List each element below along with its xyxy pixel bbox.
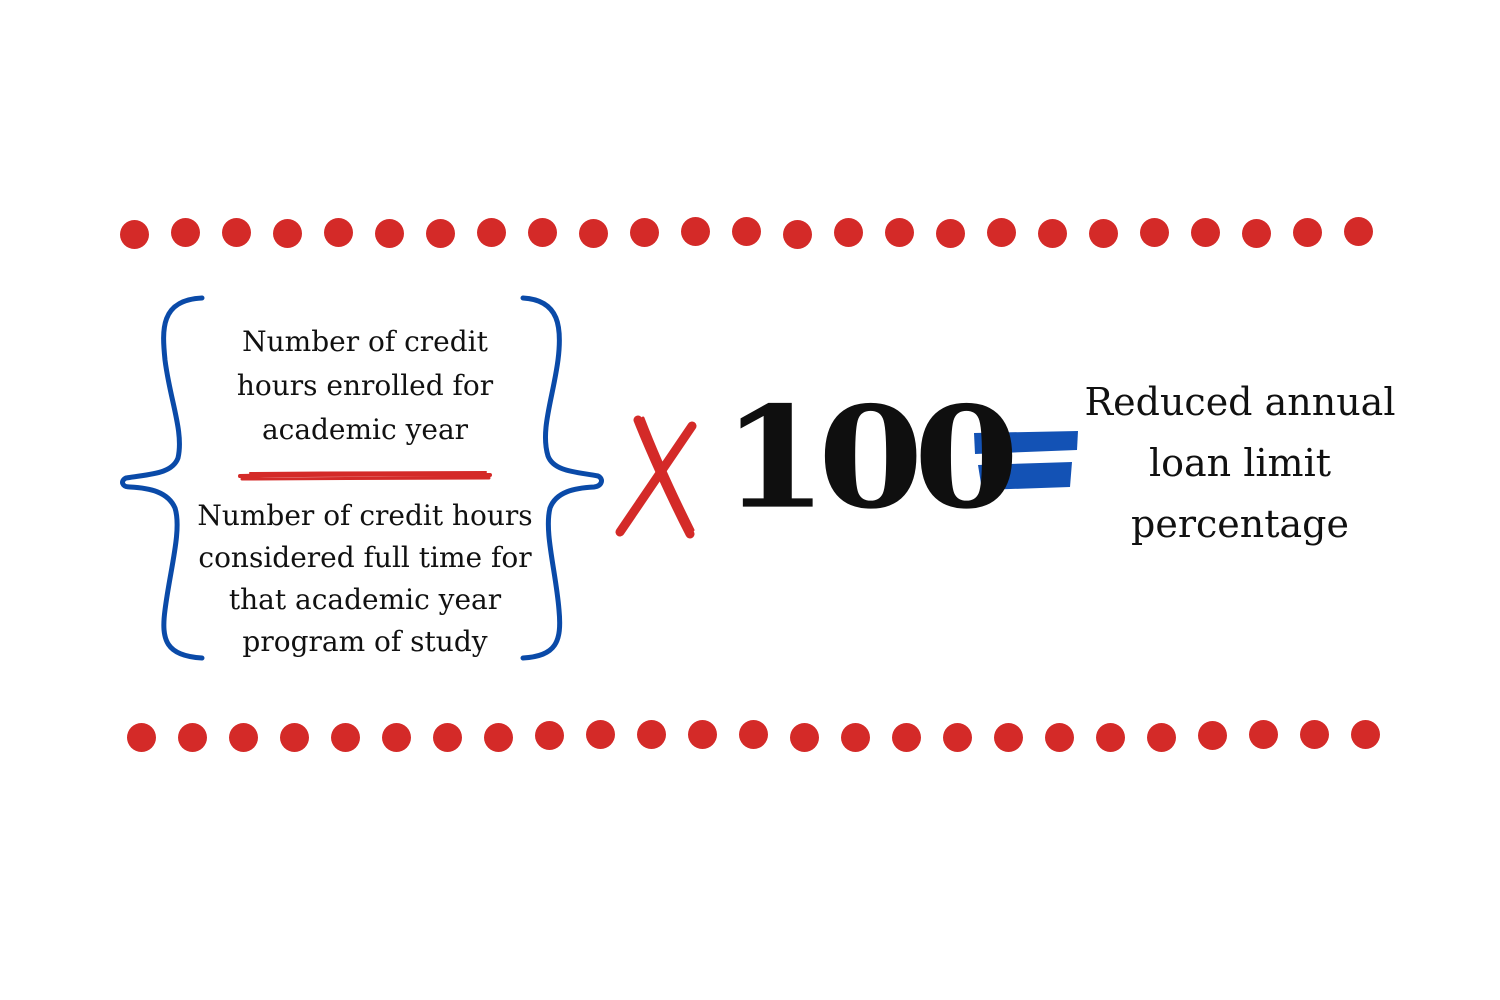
decorative-dot	[229, 723, 258, 752]
decorative-dot	[324, 218, 353, 247]
decorative-dot	[1242, 219, 1271, 248]
decorative-dot	[841, 723, 870, 752]
decorative-dot	[120, 220, 149, 249]
decorative-dot	[1198, 721, 1227, 750]
equals-sign-icon	[974, 431, 1078, 490]
decorative-dot	[1249, 720, 1278, 749]
decorative-dot	[681, 217, 710, 246]
decorative-dot	[1300, 720, 1329, 749]
decorative-dot	[1147, 723, 1176, 752]
decorative-dot	[739, 720, 768, 749]
decorative-dot	[732, 217, 761, 246]
decorative-dot	[1045, 723, 1074, 752]
result-label: Reduced annual loan limit percentage	[1084, 380, 1396, 546]
decorative-dot	[331, 723, 360, 752]
decorative-dot	[790, 723, 819, 752]
decorative-dot	[171, 218, 200, 247]
decorative-dot	[127, 723, 156, 752]
decorative-dot	[936, 219, 965, 248]
decorative-dot	[535, 721, 564, 750]
decorative-dot	[637, 720, 666, 749]
decorative-dot	[943, 723, 972, 752]
times-sign-icon	[615, 415, 697, 539]
decorative-dot	[477, 218, 506, 247]
decorative-dot	[1038, 219, 1067, 248]
fraction-numerator: Number of credit hours enrolled for acad…	[236, 325, 494, 446]
decorative-dot	[426, 219, 455, 248]
decorative-dot	[528, 218, 557, 247]
decorative-dot	[375, 219, 404, 248]
decorative-dot	[1293, 218, 1322, 247]
decorative-dot	[885, 218, 914, 247]
decorative-dot	[1344, 217, 1373, 246]
decorative-dot	[630, 218, 659, 247]
decorative-dot	[783, 220, 812, 249]
decorative-dot	[688, 720, 717, 749]
decorative-dot	[273, 219, 302, 248]
right-brace-icon	[520, 295, 604, 661]
decorative-dot	[834, 218, 863, 247]
decorative-dot	[1140, 218, 1169, 247]
decorative-dot	[892, 723, 921, 752]
decorative-dot	[484, 723, 513, 752]
decorative-dot	[1191, 218, 1220, 247]
decorative-dot	[586, 720, 615, 749]
decorative-dot	[178, 723, 207, 752]
decorative-dot	[987, 218, 1016, 247]
decorative-dot	[382, 723, 411, 752]
bottom-dot-row	[0, 715, 1500, 755]
decorative-dot	[579, 219, 608, 248]
fraction-denominator: Number of credit hours considered full t…	[197, 499, 533, 658]
top-dot-row	[0, 212, 1500, 252]
fraction-bar	[238, 471, 492, 481]
decorative-dot	[1351, 720, 1380, 749]
left-brace-icon	[120, 295, 205, 661]
decorative-dot	[1096, 723, 1125, 752]
decorative-dot	[222, 218, 251, 247]
decorative-dot	[280, 723, 309, 752]
decorative-dot	[433, 723, 462, 752]
multiplier-value: 100	[722, 375, 1019, 540]
decorative-dot	[994, 723, 1023, 752]
decorative-dot	[1089, 219, 1118, 248]
